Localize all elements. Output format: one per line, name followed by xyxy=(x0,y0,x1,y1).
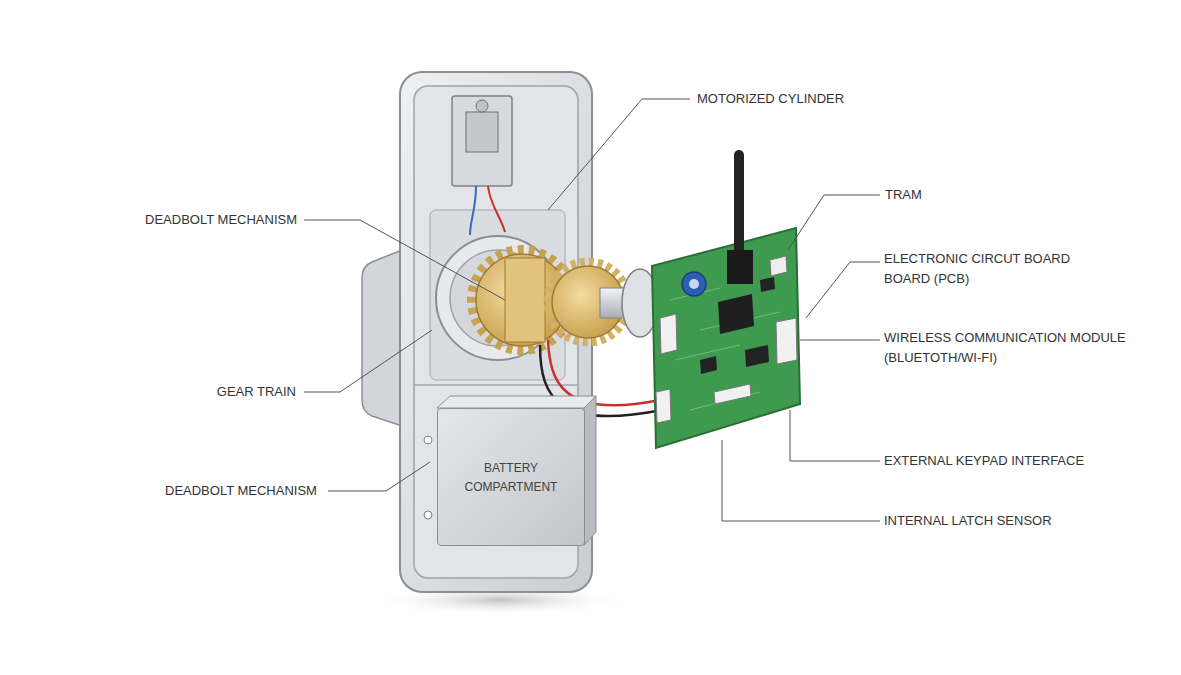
wire xyxy=(488,186,505,232)
leader-line xyxy=(722,440,880,521)
gear-hub xyxy=(505,258,545,342)
screw xyxy=(424,436,432,444)
leader-lines xyxy=(304,99,880,521)
divider xyxy=(414,384,578,386)
connector xyxy=(776,318,797,364)
thumb-turn xyxy=(362,250,402,426)
callout-label: DEADBOLT MECHANISM xyxy=(145,210,297,230)
wire xyxy=(470,186,476,235)
callout-label: DEADBOLT MECHANISM xyxy=(165,481,365,501)
battery-side xyxy=(584,396,596,545)
callout-label: TRAM xyxy=(885,185,1005,205)
chip xyxy=(760,277,775,292)
pcb-traces xyxy=(670,288,780,410)
leader-line xyxy=(548,99,690,210)
connector xyxy=(656,389,671,423)
node-text: BATTERY COMPARTMENT xyxy=(465,461,558,494)
connector xyxy=(770,256,787,276)
callout-label: INTERNAL LATCH SENSOR xyxy=(884,511,1144,531)
leader-line xyxy=(790,410,880,461)
leader-line xyxy=(328,462,430,491)
leader-line xyxy=(788,195,880,250)
callout-label: GEAR TRAIN xyxy=(217,382,296,402)
chip xyxy=(700,356,717,374)
callout-label: WIRELESS COMMUNICATION MODULE (BLUETOTH/… xyxy=(884,328,1154,368)
antenna-base xyxy=(727,250,753,284)
motor-core xyxy=(466,112,498,152)
antenna xyxy=(734,150,744,254)
motor-pin xyxy=(476,100,488,112)
callout-label: ELECTRONIC CIRCUT BOARD BOARD (PCB) xyxy=(884,249,1099,289)
battery-top xyxy=(437,396,596,408)
node-text-wrap: BATTERY COMPARTMENT xyxy=(461,458,561,496)
capacitor xyxy=(682,272,706,296)
callout-label: MOTORIZED CYLINDER xyxy=(697,89,917,109)
screw xyxy=(424,511,432,519)
leader-line xyxy=(304,220,505,300)
battery-compartment: BATTERY COMPARTMENT xyxy=(437,408,585,546)
pcb xyxy=(652,228,800,448)
connector xyxy=(660,314,677,354)
connector xyxy=(714,384,751,404)
microcontroller xyxy=(718,294,754,334)
leader-line xyxy=(304,330,432,392)
motor-block xyxy=(452,96,512,186)
callout-label: EXTERNAL KEYPAD INTERFACE xyxy=(884,451,1144,471)
capacitor-top xyxy=(689,279,699,289)
chip xyxy=(745,345,769,367)
leader-line xyxy=(800,340,880,341)
leader-line xyxy=(806,262,880,318)
